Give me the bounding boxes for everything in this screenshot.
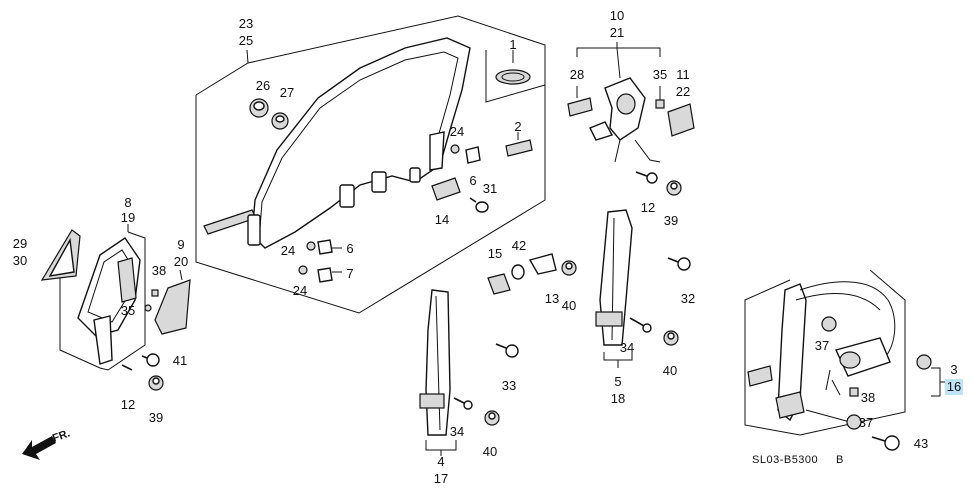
callout-c38b[interactable]: 38	[861, 390, 875, 405]
callout-c32[interactable]: 32	[681, 291, 695, 306]
callout-c24c[interactable]: 24	[293, 283, 307, 298]
callout-c15[interactable]: 15	[488, 246, 502, 261]
bolt-33	[505, 344, 519, 358]
callout-c40a[interactable]: 40	[562, 298, 576, 313]
callout-c4[interactable]: 4	[437, 454, 444, 469]
rear-regulator-group	[567, 42, 695, 196]
callout-c6b[interactable]: 6	[346, 241, 353, 256]
callout-c2[interactable]: 2	[514, 119, 521, 134]
callout-c43[interactable]: 43	[914, 436, 928, 451]
bolt-43	[884, 435, 900, 451]
callout-c23[interactable]: 23	[239, 16, 253, 31]
callout-c10[interactable]: 10	[610, 8, 624, 23]
front-channel-group	[419, 289, 500, 456]
callout-c40b[interactable]: 40	[483, 444, 497, 459]
callout-c26[interactable]: 26	[256, 78, 270, 93]
clip-15	[487, 273, 511, 295]
glass-bracket	[409, 167, 421, 183]
callout-c13[interactable]: 13	[545, 291, 559, 306]
highlight-box	[945, 379, 963, 395]
bolt-31	[475, 201, 489, 213]
pad-28	[567, 97, 593, 117]
callout-c9[interactable]: 9	[177, 237, 184, 252]
weatherstrip-clip	[505, 139, 533, 157]
callout-c24b[interactable]: 24	[281, 243, 295, 258]
glass-bracket	[371, 171, 387, 193]
rear-channel-group	[595, 209, 679, 368]
callout-c11[interactable]: 11	[676, 67, 690, 82]
callout-c6a[interactable]: 6	[469, 173, 476, 188]
nut-24	[306, 241, 316, 251]
callout-c38a[interactable]: 38	[152, 263, 166, 278]
small-parts-group	[487, 253, 691, 358]
callout-c25[interactable]: 25	[239, 33, 253, 48]
direction-arrow-label: FR.	[51, 427, 72, 444]
diagram-code: SL03-B5300	[752, 454, 818, 466]
run-channel-5	[599, 209, 633, 346]
bolt-32	[677, 257, 691, 271]
bolt-37	[821, 316, 837, 332]
callout-c39a[interactable]: 39	[664, 213, 678, 228]
callout-c35a[interactable]: 35	[653, 67, 667, 82]
callout-c21[interactable]: 21	[610, 25, 624, 40]
emblem-part	[495, 69, 531, 85]
callout-c1[interactable]: 1	[509, 37, 516, 52]
callout-c37a[interactable]: 37	[815, 338, 829, 353]
callout-c33[interactable]: 33	[502, 378, 516, 393]
callout-c34b[interactable]: 34	[620, 340, 634, 355]
clip-35	[655, 99, 665, 109]
callout-c35b[interactable]: 35	[121, 303, 135, 318]
nut-24	[450, 144, 460, 154]
clip-7	[317, 267, 333, 283]
cover-11	[667, 103, 695, 137]
callout-c27[interactable]: 27	[280, 85, 294, 100]
bolt-12	[646, 172, 658, 184]
callout-c39b[interactable]: 39	[149, 410, 163, 425]
glass-guide	[247, 214, 261, 246]
callout-c24a[interactable]: 24	[450, 124, 464, 139]
diagram-code-suffix: B	[836, 454, 844, 466]
callout-c7[interactable]: 7	[346, 266, 353, 281]
callout-c8[interactable]: 8	[124, 195, 131, 210]
glass-guide	[429, 131, 445, 171]
callout-c19[interactable]: 19	[121, 210, 135, 225]
clip-6	[465, 146, 481, 164]
door-glass-group	[195, 15, 546, 314]
bracket-14	[431, 177, 461, 201]
callout-c31[interactable]: 31	[483, 181, 497, 196]
arrow-icon	[22, 436, 56, 460]
callout-c3[interactable]: 3	[950, 362, 957, 377]
glass-bracket	[339, 184, 355, 208]
callout-c14[interactable]: 14	[435, 212, 449, 227]
nut-24	[298, 265, 308, 275]
power-regulator-group	[744, 269, 946, 451]
callout-c41[interactable]: 41	[173, 353, 187, 368]
callout-c22[interactable]: 22	[676, 84, 690, 99]
bracket-13	[528, 253, 557, 275]
callout-c20[interactable]: 20	[174, 254, 188, 269]
callout-c29[interactable]: 29	[13, 236, 27, 251]
door-glass	[251, 37, 471, 249]
bolt-41	[146, 353, 160, 367]
callout-c16[interactable]: 16	[947, 379, 961, 394]
clip-42	[511, 264, 525, 280]
callout-c37b[interactable]: 37	[859, 415, 873, 430]
callout-c12b[interactable]: 12	[121, 397, 135, 412]
front-direction-arrow: FR.	[22, 427, 72, 460]
callout-c34a[interactable]: 34	[450, 424, 464, 439]
callout-c17[interactable]: 17	[434, 471, 448, 486]
callout-c30[interactable]: 30	[13, 253, 27, 268]
callout-c18[interactable]: 18	[611, 391, 625, 406]
clip-6	[317, 239, 333, 255]
quarter-window-group	[40, 224, 191, 391]
callout-c40c[interactable]: 40	[663, 363, 677, 378]
callout-c12a[interactable]: 12	[641, 200, 655, 215]
callout-c28[interactable]: 28	[570, 67, 584, 82]
callout-c42[interactable]: 42	[512, 238, 526, 253]
garnish-9	[154, 279, 191, 335]
callout-c5[interactable]: 5	[614, 374, 621, 389]
